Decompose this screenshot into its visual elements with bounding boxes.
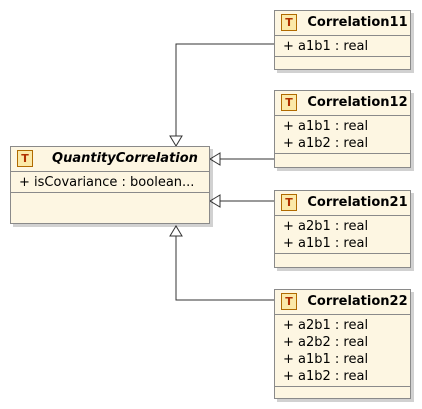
attribute: + a1b1 : real <box>283 39 369 54</box>
attribute: + a2b2 : real <box>283 335 369 350</box>
attribute: + a1b1 : real <box>283 119 369 134</box>
attribute-compartment: + isCovariance : boolean... <box>11 172 209 193</box>
attribute: + a1b2 : real <box>283 369 369 384</box>
class-name: QuantityCorrelation <box>52 151 198 166</box>
generalization-arrowhead-top <box>169 135 183 147</box>
class-header: T Correlation21 <box>275 191 410 216</box>
attribute: + a1b1 : real <box>283 352 369 367</box>
class-header: T Correlation12 <box>275 91 410 116</box>
generalization-correlation22 <box>175 236 274 301</box>
class-type-icon: T <box>281 14 297 31</box>
attribute-compartment: + a2b1 : real + a1b1 : real <box>275 216 410 254</box>
attribute: + isCovariance : boolean... <box>19 175 195 190</box>
class-correlation22[interactable]: T Correlation22 + a2b1 : real + a2b2 : r… <box>274 289 411 399</box>
operation-compartment <box>275 57 410 65</box>
class-type-icon: T <box>281 94 297 111</box>
class-type-icon: T <box>17 150 33 167</box>
attribute: + a2b1 : real <box>283 219 369 234</box>
class-name: Correlation22 <box>307 294 408 309</box>
attribute: + a1b1 : real <box>283 236 369 251</box>
class-correlation21[interactable]: T Correlation21 + a2b1 : real + a1b1 : r… <box>274 190 411 268</box>
class-correlation11[interactable]: T Correlation11 + a1b1 : real <box>274 10 411 70</box>
class-header: T Correlation22 <box>275 290 410 315</box>
attribute-compartment: + a2b1 : real + a2b2 : real + a1b1 : rea… <box>275 315 410 387</box>
attribute: + a2b1 : real <box>283 318 369 333</box>
class-header: T QuantityCorrelation <box>11 147 209 172</box>
class-header: T Correlation11 <box>275 11 410 36</box>
generalization-arrowhead-upper-right <box>209 152 221 166</box>
class-quantity-correlation[interactable]: T QuantityCorrelation + isCovariance : b… <box>10 146 210 224</box>
operation-compartment <box>275 254 410 262</box>
attribute-compartment: + a1b1 : real <box>275 36 410 57</box>
generalization-arrowhead-bottom <box>169 225 183 237</box>
class-type-icon: T <box>281 194 297 211</box>
operation-compartment <box>275 154 410 162</box>
attribute: + a1b2 : real <box>283 136 369 151</box>
operation-compartment <box>275 387 410 395</box>
class-type-icon: T <box>281 293 297 310</box>
class-correlation12[interactable]: T Correlation12 + a1b1 : real + a1b2 : r… <box>274 90 411 168</box>
class-name: Correlation11 <box>307 15 408 30</box>
generalization-arrowhead-lower-right <box>209 194 221 208</box>
attribute-compartment: + a1b1 : real + a1b2 : real <box>275 116 410 154</box>
operation-compartment <box>11 193 209 201</box>
class-name: Correlation12 <box>307 95 408 110</box>
class-name: Correlation21 <box>307 195 408 210</box>
generalization-correlation11 <box>175 43 274 136</box>
